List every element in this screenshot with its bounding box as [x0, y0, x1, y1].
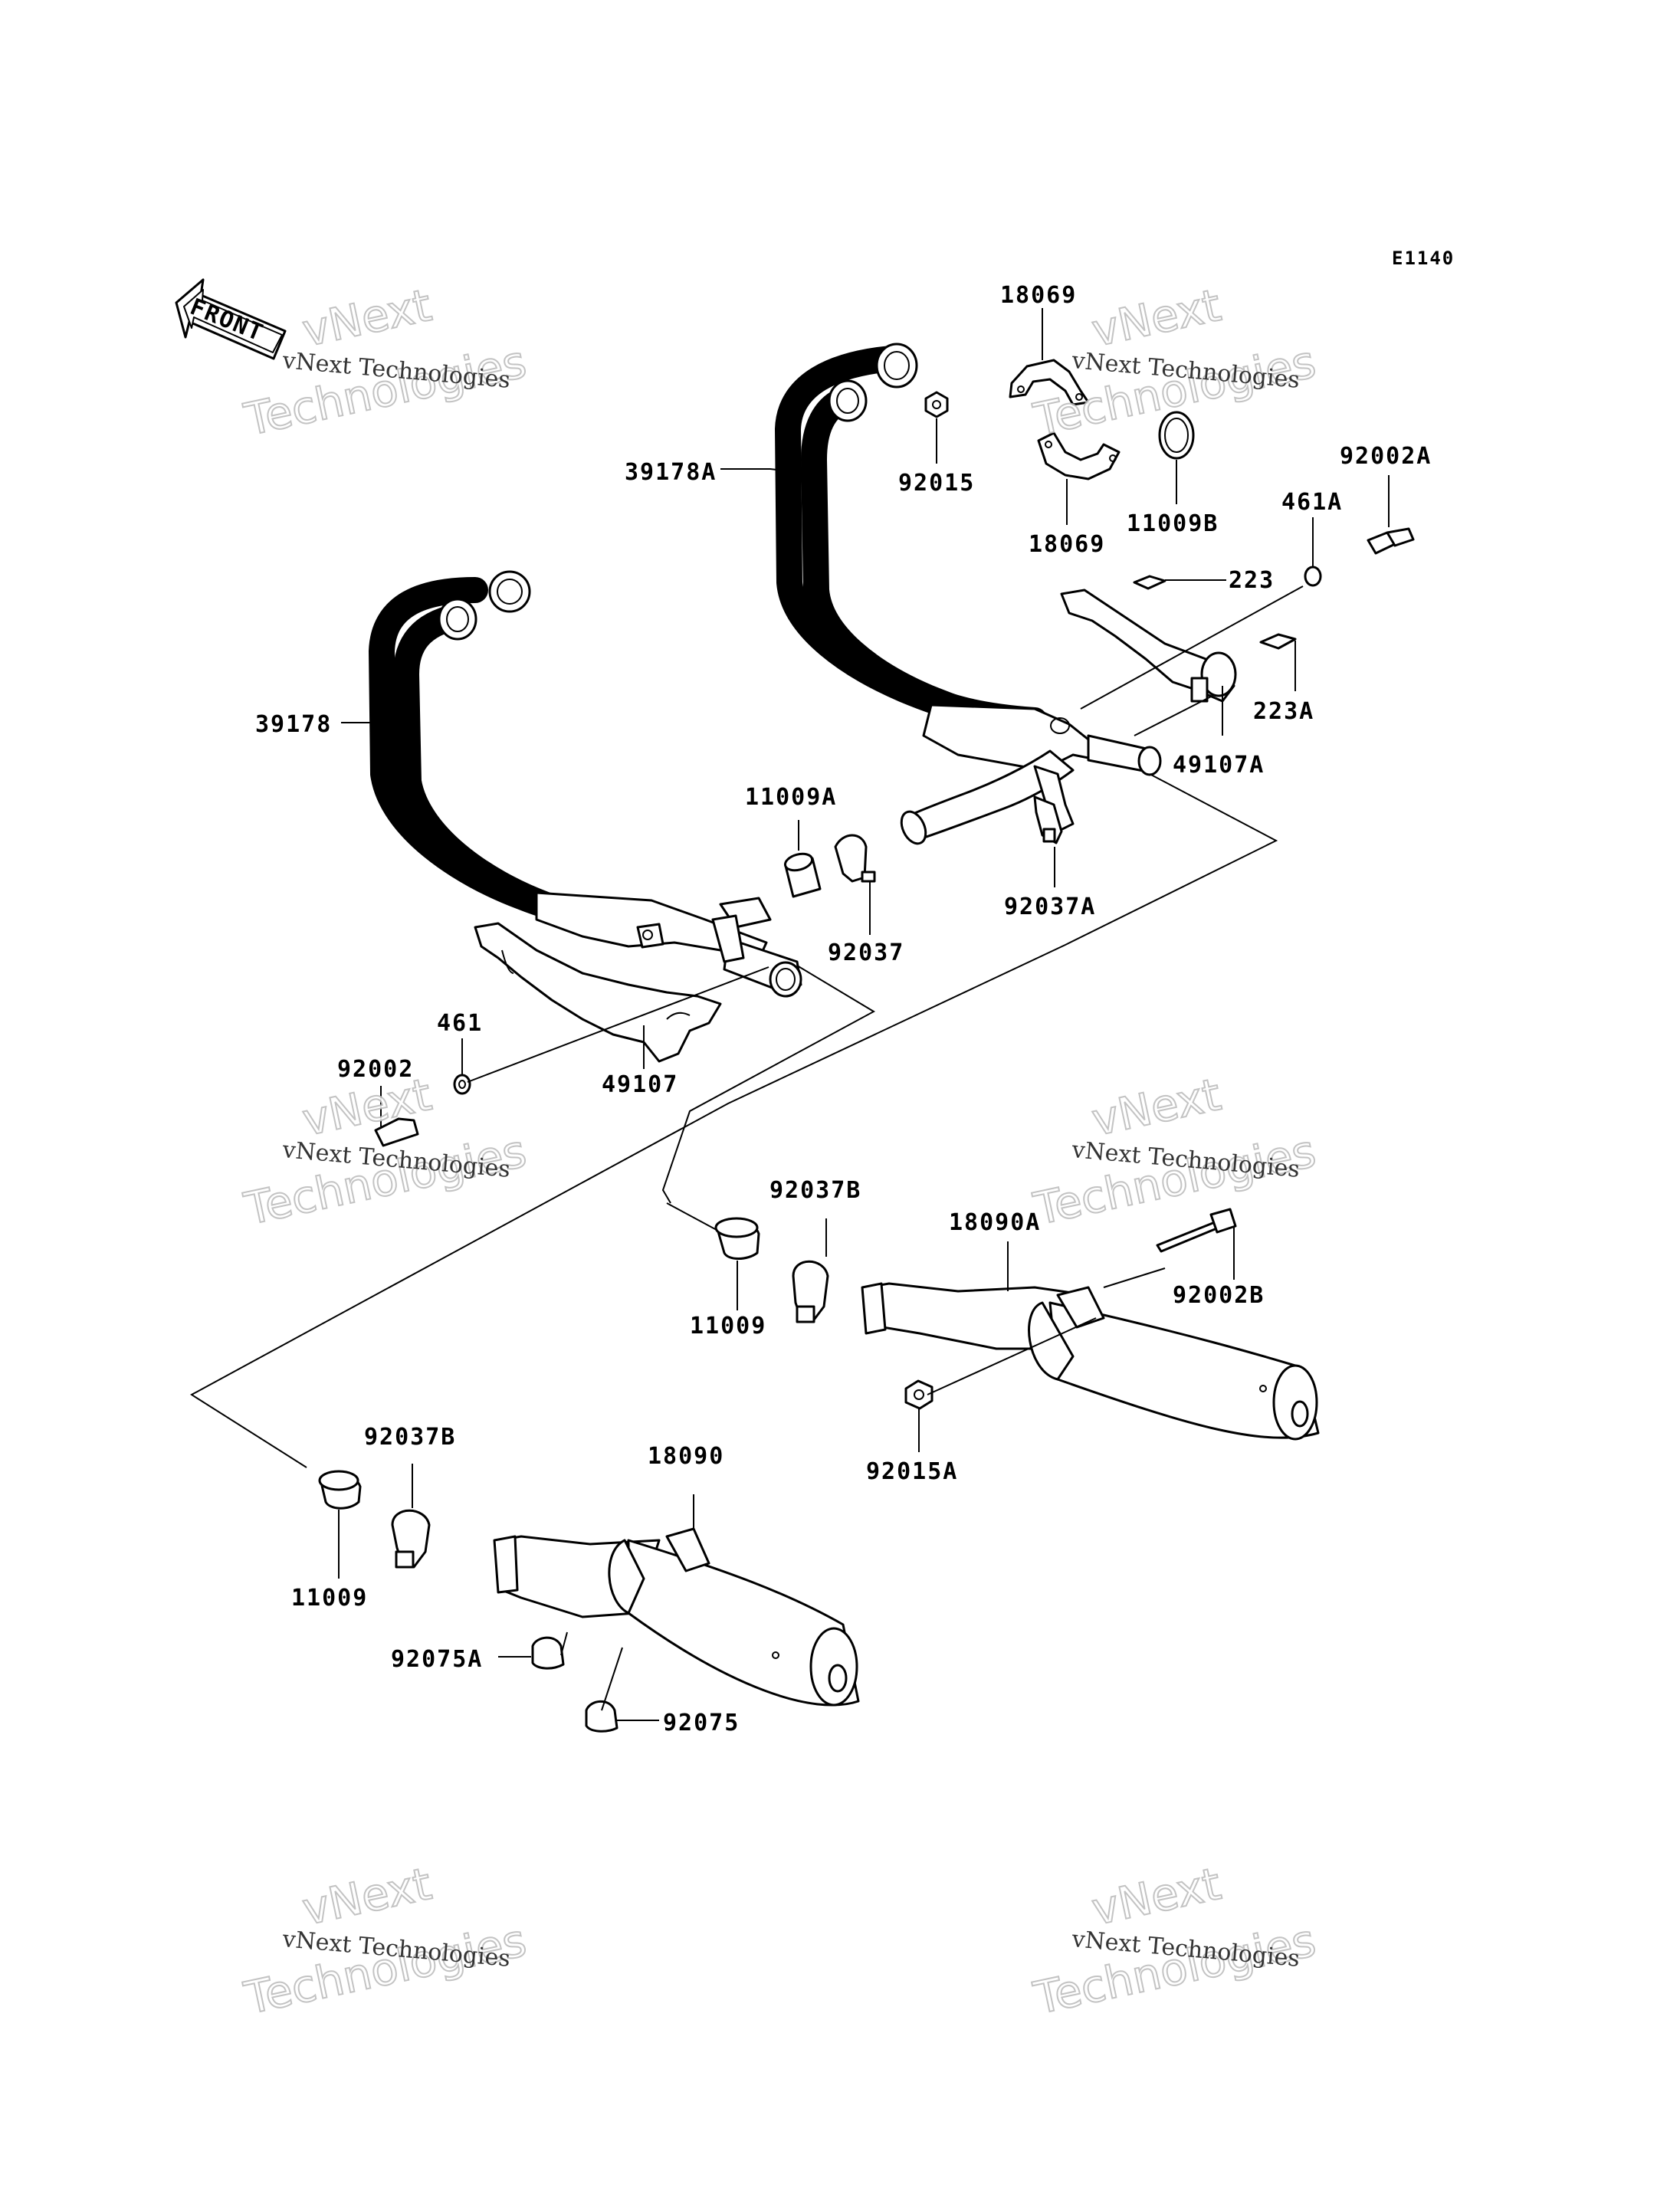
- label-18069-top: 18069: [1000, 282, 1077, 309]
- header-pipe-39178: [369, 570, 802, 998]
- bolt-92002: [374, 1117, 419, 1147]
- watermark-4: vNext Technologies vNext Technologies: [1029, 1067, 1321, 1236]
- grommet-92075a: [531, 1636, 565, 1670]
- gasket-11009-right: [714, 1217, 760, 1260]
- washer-461a: [1304, 566, 1322, 587]
- svg-text:vNext: vNext: [1088, 1068, 1226, 1146]
- label-92075a: 92075A: [391, 1646, 483, 1673]
- label-11009b: 11009B: [1127, 510, 1219, 537]
- label-39178: 39178: [255, 711, 332, 738]
- watermark-6: vNext Technologies vNext Technologies: [1029, 1857, 1321, 2025]
- diagram-code: E1140: [1392, 248, 1455, 269]
- label-92037a: 92037A: [1004, 894, 1096, 920]
- label-92002b: 92002B: [1173, 1282, 1265, 1309]
- label-11009a: 11009A: [745, 784, 837, 811]
- watermark-5: vNext Technologies vNext Technologies: [239, 1857, 532, 2025]
- label-223: 223: [1229, 567, 1275, 594]
- bolt-223a: [1259, 633, 1297, 650]
- grommet-92075: [585, 1700, 619, 1733]
- heat-shield-49107a: [1060, 589, 1237, 703]
- label-461a: 461A: [1281, 489, 1343, 516]
- label-92037: 92037: [828, 939, 904, 966]
- watermark-3: vNext Technologies vNext Technologies: [239, 1067, 532, 1236]
- nut-92015a: [904, 1379, 934, 1410]
- label-92002a: 92002A: [1340, 443, 1432, 470]
- heat-shield-49107: [474, 922, 722, 1063]
- label-49107a: 49107A: [1173, 752, 1265, 779]
- leader-lines: [190, 308, 1390, 1721]
- clamp-92037a: [1033, 795, 1063, 844]
- svg-text:vNext: vNext: [1088, 279, 1226, 357]
- label-92037b-right: 92037B: [769, 1177, 861, 1204]
- svg-text:vNext: vNext: [1088, 1858, 1226, 1936]
- muffler-18090a: [861, 1282, 1320, 1441]
- clamp-92037b-right: [792, 1260, 829, 1323]
- clamp-18069-bottom: [1037, 431, 1121, 480]
- gasket-11009-left: [318, 1470, 362, 1510]
- gasket-11009a: [783, 852, 822, 898]
- bolt-92002b: [1156, 1208, 1237, 1253]
- label-49107: 49107: [602, 1071, 678, 1098]
- header-pipe-39178a: [775, 343, 1162, 845]
- svg-text:vNext: vNext: [298, 1858, 436, 1936]
- muffler-18090: [493, 1527, 860, 1707]
- svg-text:vNext: vNext: [298, 279, 436, 357]
- label-461: 461: [437, 1010, 483, 1037]
- part-labels: 18069 39178A 92015 18069 11009B 92002A 4…: [255, 282, 1432, 1736]
- bolt-92002a: [1367, 527, 1415, 555]
- label-92015: 92015: [898, 470, 975, 497]
- label-92075: 92075: [663, 1710, 740, 1736]
- label-18090a: 18090A: [949, 1209, 1041, 1236]
- clamp-92037: [834, 834, 876, 883]
- clamp-92037b-left: [391, 1509, 431, 1569]
- label-39178a: 39178A: [625, 459, 717, 486]
- bolt-223: [1133, 575, 1166, 590]
- front-arrow-icon: FRONT: [175, 278, 287, 360]
- label-18090: 18090: [648, 1443, 724, 1470]
- washer-461: [453, 1074, 471, 1095]
- label-223a: 223A: [1253, 698, 1314, 725]
- nut-92015: [924, 391, 949, 418]
- clamp-18069-top: [1009, 359, 1090, 406]
- label-18069-bottom: 18069: [1029, 531, 1105, 558]
- label-92002: 92002: [337, 1056, 414, 1083]
- label-11009-left: 11009: [291, 1585, 368, 1612]
- label-92037b-left: 92037B: [364, 1424, 456, 1451]
- watermark-1: vNext Technologies vNext Technologies: [239, 278, 532, 447]
- label-11009-right: 11009: [690, 1313, 766, 1340]
- label-92015a: 92015A: [866, 1458, 958, 1485]
